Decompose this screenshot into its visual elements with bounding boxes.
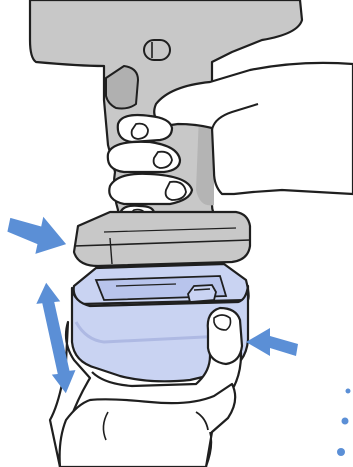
press-left-arrow [4,210,71,260]
press-right-arrow [246,328,298,356]
release-button-icon [188,285,216,302]
decorative-dots [337,389,351,457]
drill-base-icon [74,212,250,266]
